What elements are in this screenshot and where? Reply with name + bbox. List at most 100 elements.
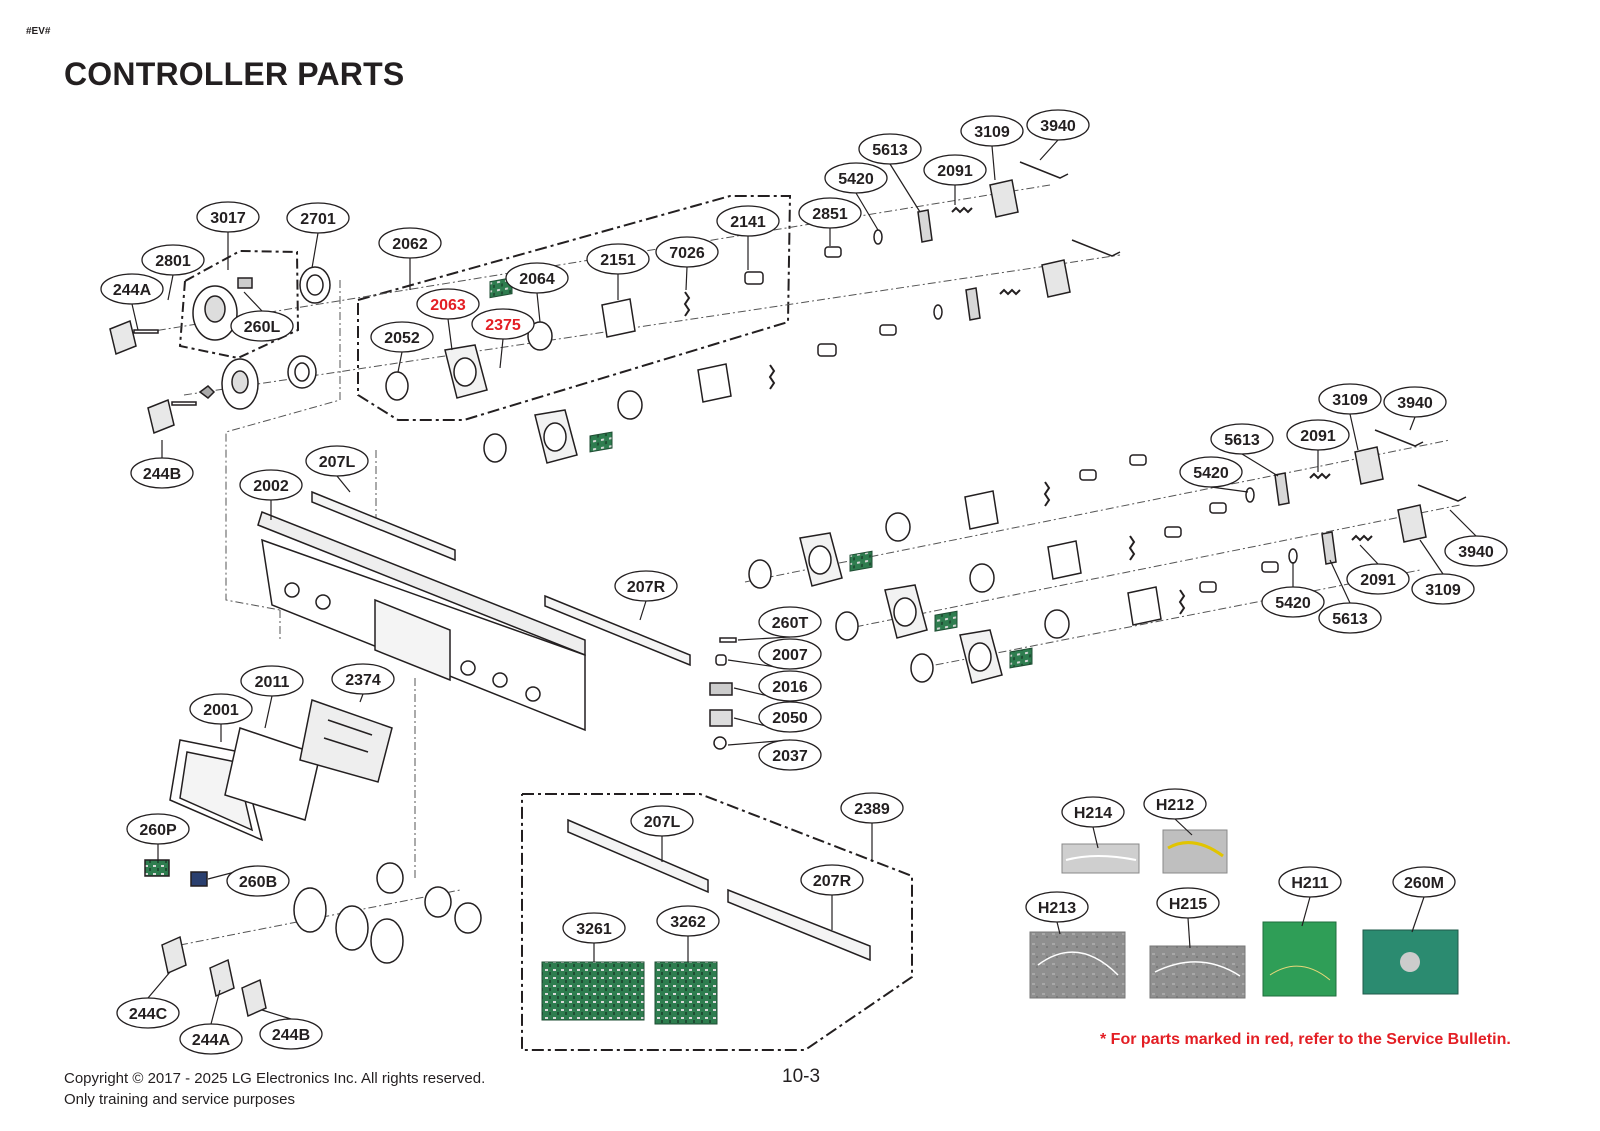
callout-2151: 2151 xyxy=(586,243,650,275)
harness-3940-drawing xyxy=(1019,161,1467,502)
lower-knobs-drawing xyxy=(144,859,482,1018)
leader-line-260m xyxy=(1411,896,1425,933)
callout-oval xyxy=(586,243,650,275)
callout-oval xyxy=(1061,796,1125,828)
callout-5420: 5420 xyxy=(1179,456,1243,488)
callout-label: 2851 xyxy=(812,206,848,223)
leader-line-3940 xyxy=(1039,139,1059,161)
leader-line-260l xyxy=(243,291,263,312)
callout-oval xyxy=(286,202,350,234)
callout-oval xyxy=(960,115,1024,147)
callout-2091: 2091 xyxy=(923,154,987,186)
callout-3017: 3017 xyxy=(196,201,260,233)
leader-line-2375 xyxy=(499,338,504,369)
callout-2052: 2052 xyxy=(370,321,434,353)
callout-2064: 2064 xyxy=(505,262,569,294)
callout-oval xyxy=(179,1023,243,1055)
leader-line-7026 xyxy=(685,266,688,291)
callout-2389: 2389 xyxy=(840,792,904,824)
leader-line-h214 xyxy=(1092,826,1099,849)
callout-oval xyxy=(305,445,369,477)
callout-label: 2002 xyxy=(253,478,289,495)
callout-207l: 207L xyxy=(630,805,694,837)
callout-label: 260B xyxy=(239,874,277,891)
switches-3109-drawing xyxy=(989,179,1427,543)
pcb-3262-photo xyxy=(654,961,718,1025)
callout-3109: 3109 xyxy=(1411,573,1475,605)
front-panel-2002-drawing xyxy=(257,511,586,732)
callout-label: 2091 xyxy=(937,163,973,180)
spring-plate-2151-drawing xyxy=(601,298,1162,626)
leader-line-2063 xyxy=(447,318,453,351)
callout-oval xyxy=(1278,866,1342,898)
leader-line-5613 xyxy=(889,163,921,213)
callout-3940: 3940 xyxy=(1383,386,1447,418)
callout-h211: H211 xyxy=(1278,866,1342,898)
callout-207l: 207L xyxy=(305,445,369,477)
springs-2091-drawing xyxy=(951,206,1373,542)
callout-oval xyxy=(1318,383,1382,415)
callout-label: 260L xyxy=(244,319,281,336)
callout-oval xyxy=(656,905,720,937)
callout-244c: 244C xyxy=(116,997,180,1029)
harness-H214-photo xyxy=(1061,843,1140,874)
callout-label: 2375 xyxy=(485,317,521,334)
leader-line-2011 xyxy=(264,695,273,729)
callout-oval xyxy=(370,321,434,353)
callout-2050: 2050 xyxy=(758,701,822,733)
callout-label: 207L xyxy=(644,814,681,831)
callout-2002: 2002 xyxy=(239,469,303,501)
callout-oval xyxy=(1026,109,1090,141)
callout-oval xyxy=(758,638,822,670)
leader-line-5613 xyxy=(1329,559,1351,604)
callout-label: H211 xyxy=(1291,875,1328,892)
callout-oval xyxy=(471,308,535,340)
callout-label: 5420 xyxy=(1275,595,1311,612)
callout-oval xyxy=(240,665,304,697)
leader-line-3109 xyxy=(1419,539,1444,575)
usage-text: Only training and service purposes xyxy=(64,1091,295,1108)
leader-line-244c xyxy=(147,971,171,999)
shafts-2141-drawing xyxy=(744,246,1279,593)
callout-label: 3940 xyxy=(1397,395,1433,412)
callout-label: 244C xyxy=(129,1006,168,1023)
pcb-3261-photo xyxy=(541,961,645,1021)
callout-oval xyxy=(505,262,569,294)
callout-7026: 7026 xyxy=(655,236,719,268)
callout-label: 2389 xyxy=(854,801,890,818)
parts-2007-2037-drawing xyxy=(709,637,737,750)
callout-2701: 2701 xyxy=(286,202,350,234)
callout-label: 2011 xyxy=(255,674,290,691)
callout-oval xyxy=(196,201,260,233)
callout-label: 2052 xyxy=(384,330,420,347)
callout-label: 5613 xyxy=(1224,432,1260,449)
trims-207-drawing xyxy=(311,490,871,962)
callout-3109: 3109 xyxy=(960,115,1024,147)
callout-oval xyxy=(840,792,904,824)
callout-207r: 207R xyxy=(800,864,864,896)
leader-line-3109 xyxy=(991,145,996,181)
callout-label: 2374 xyxy=(345,672,381,689)
callout-3940: 3940 xyxy=(1444,535,1508,567)
callout-oval xyxy=(1179,456,1243,488)
callout-label: 244A xyxy=(192,1032,231,1049)
leader-line-2091 xyxy=(1359,544,1379,565)
leader-line-3940 xyxy=(1409,416,1416,431)
leader-line-2701 xyxy=(311,232,319,269)
leader-line-h213 xyxy=(1056,921,1061,935)
callout-2375: 2375 xyxy=(471,308,535,340)
callout-h213: H213 xyxy=(1025,891,1089,923)
callout-label: 3940 xyxy=(1458,544,1494,561)
harness-H213-photo xyxy=(1029,931,1126,999)
callout-label: 5613 xyxy=(1332,611,1368,628)
callout-label: 260M xyxy=(1404,875,1444,892)
rings-2052-drawing xyxy=(385,371,934,683)
leader-line-h215 xyxy=(1187,917,1191,949)
leader-line-2801 xyxy=(167,274,174,301)
callout-oval xyxy=(230,310,294,342)
callout-label: 3109 xyxy=(1425,582,1461,599)
callout-2141: 2141 xyxy=(716,205,780,237)
callout-oval xyxy=(1286,419,1350,451)
callout-260b: 260B xyxy=(226,865,290,897)
callout-3262: 3262 xyxy=(656,905,720,937)
